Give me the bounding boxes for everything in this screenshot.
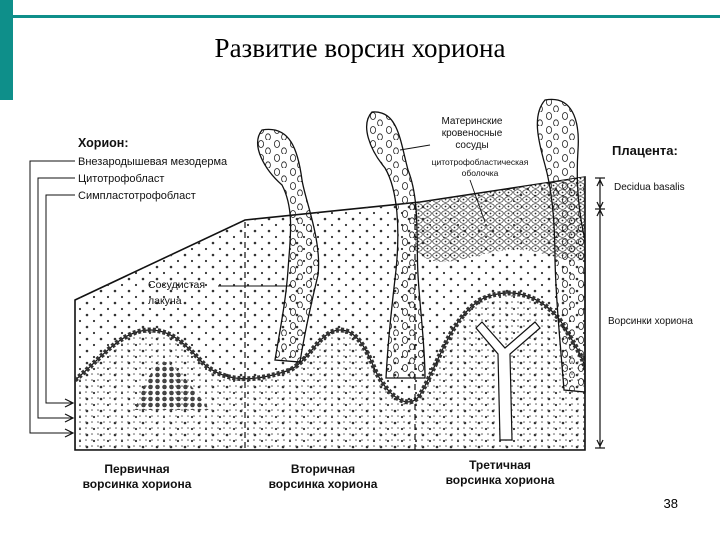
tertiary-villus-label-2: ворсинка хориона bbox=[446, 473, 555, 487]
chorion-layer-1: Внезародышевая мезодерма bbox=[78, 156, 228, 168]
page-number: 38 bbox=[663, 496, 678, 511]
placenta-header: Плацента: bbox=[612, 143, 678, 158]
accent-bar bbox=[0, 0, 13, 100]
tertiary-villus-label-1: Третичная bbox=[469, 458, 531, 472]
chorion-header: Хорион: bbox=[78, 136, 128, 150]
maternal-vessels-label-3: сосуды bbox=[455, 140, 488, 151]
slide-title: Развитие ворсин хориона bbox=[214, 33, 506, 63]
maternal-vessels-label-1: Материнские bbox=[441, 116, 502, 127]
lacuna-label-1: Сосудистая bbox=[148, 279, 205, 291]
chorion-layer-2: Цитотрофобласт bbox=[78, 173, 164, 185]
top-rule bbox=[13, 15, 720, 18]
secondary-villus-label-2: ворсинка хориона bbox=[269, 477, 378, 491]
label-leaders bbox=[218, 144, 486, 287]
secondary-villus-label-1: Вторичная bbox=[291, 462, 355, 476]
lacuna-label-2: лакуна bbox=[148, 295, 182, 307]
placenta-bracket bbox=[595, 177, 605, 449]
chorion-layer-3: Симпластотрофобласт bbox=[78, 190, 196, 202]
decidua-label: Decidua basalis bbox=[614, 182, 685, 193]
villus-stalks bbox=[257, 98, 586, 393]
villi-label: Ворсинки хориона bbox=[608, 316, 693, 327]
chorion-leaders bbox=[29, 160, 75, 438]
shell-label-2: оболочка bbox=[462, 168, 499, 178]
primary-villus-label-1: Первичная bbox=[104, 462, 169, 476]
maternal-vessels-label-2: кровеносные bbox=[442, 128, 503, 139]
shell-label-1: цитотрофобластическая bbox=[432, 157, 529, 167]
primary-villus-label-2: ворсинка хориона bbox=[83, 477, 192, 491]
